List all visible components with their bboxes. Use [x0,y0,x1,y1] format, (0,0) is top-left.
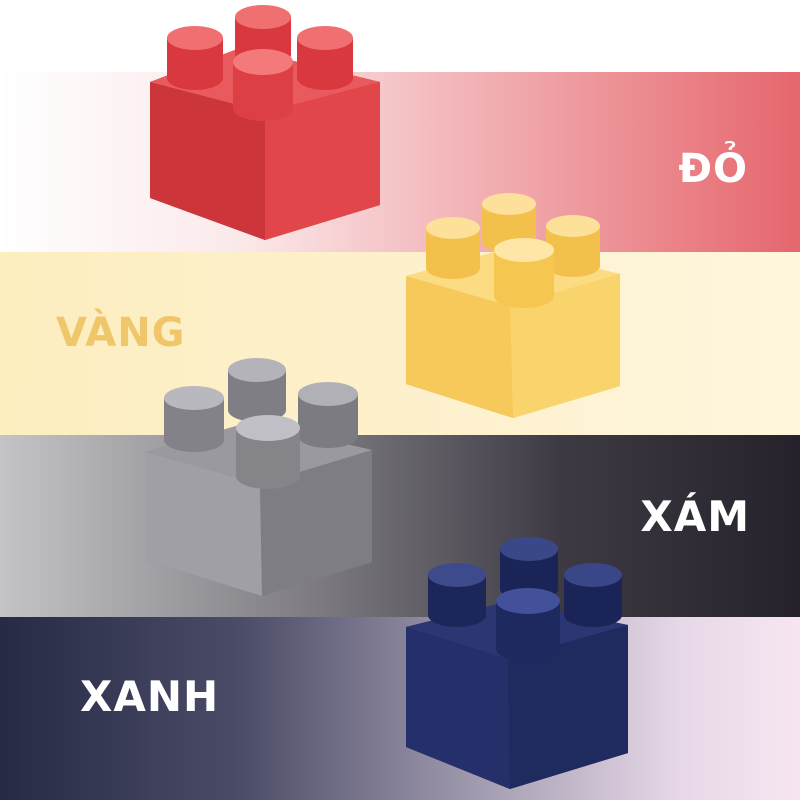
label-yellow: VÀNG [56,310,186,356]
yellow-band [0,252,800,435]
label-red: ĐỎ [678,146,748,192]
label-navy: XANH [80,672,220,721]
red-band [0,72,800,252]
gray-band [0,435,800,617]
red-brick [150,5,380,240]
navy-band [0,617,800,800]
gray-brick [146,358,372,596]
label-gray: XÁM [640,492,750,541]
yellow-brick [406,193,620,418]
navy-brick [406,537,628,789]
